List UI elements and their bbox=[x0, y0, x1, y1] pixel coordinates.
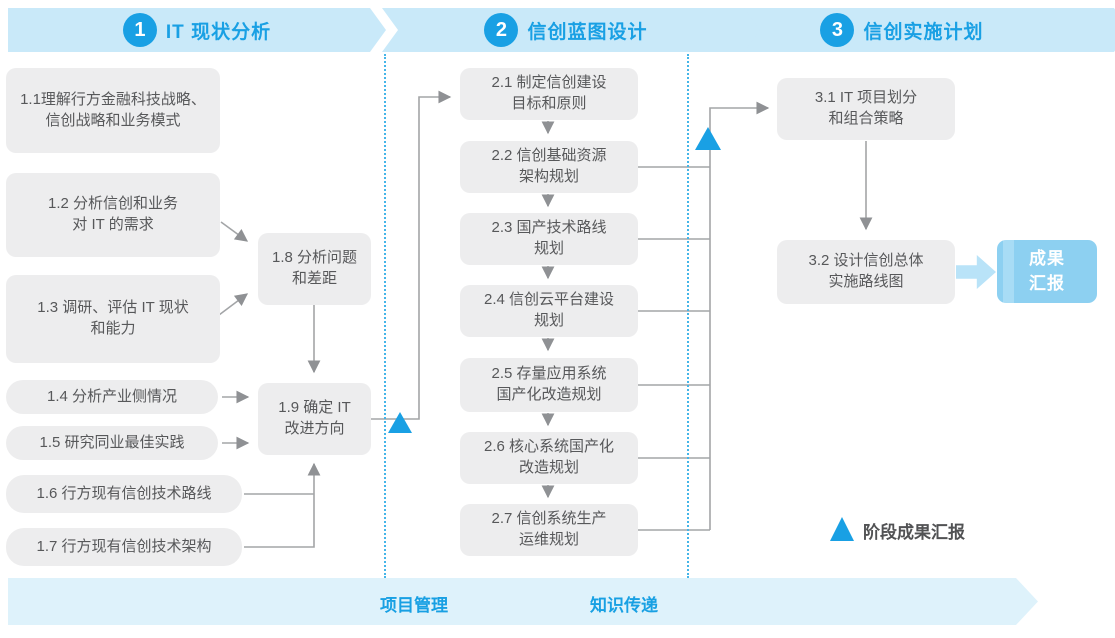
box-1-9: 1.9 确定 IT 改进方向 bbox=[258, 383, 371, 455]
result-report-box: 成果 汇报 bbox=[997, 240, 1097, 303]
box-2-4: 2.4 信创云平台建设 规划 bbox=[460, 285, 638, 337]
box-1-7: 1.7 行方现有信创技术架构 bbox=[6, 528, 242, 566]
milestone-triangle-icon bbox=[695, 127, 721, 150]
phase-banner-2: 2 信创蓝图设计 bbox=[382, 8, 794, 52]
phase-title: IT 现状分析 bbox=[165, 21, 272, 43]
box-2-7: 2.7 信创系统生产 运维规划 bbox=[460, 504, 638, 556]
legend-triangle-icon bbox=[830, 517, 854, 541]
box-2-6: 2.6 核心系统国产化 改造规划 bbox=[460, 432, 638, 484]
box-3-2: 3.2 设计信创总体 实施路线图 bbox=[777, 240, 955, 304]
phase-title: 信创实施计划 bbox=[863, 21, 984, 43]
box-2-3: 2.3 国产技术路线 规划 bbox=[460, 213, 638, 265]
box-1-3: 1.3 调研、评估 IT 现状 和能力 bbox=[6, 275, 220, 363]
box-2-2: 2.2 信创基础资源 架构规划 bbox=[460, 141, 638, 193]
box-1-6: 1.6 行方现有信创技术路线 bbox=[6, 475, 242, 513]
phase-banner-1: 1 IT 现状分析 bbox=[8, 8, 386, 52]
footer-label-knowledge-transfer: 知识传递 bbox=[590, 596, 658, 615]
box-1-2: 1.2 分析信创和业务 对 IT 的需求 bbox=[6, 173, 220, 257]
box-3-1: 3.1 IT 项目划分 和组合策略 bbox=[777, 78, 955, 140]
box-1-5: 1.5 研究同业最佳实践 bbox=[6, 426, 218, 460]
box-1-8: 1.8 分析问题 和差距 bbox=[258, 233, 371, 305]
footer-label-project-management: 项目管理 bbox=[380, 596, 448, 615]
box-1-4: 1.4 分析产业侧情况 bbox=[6, 380, 218, 414]
legend-label: 阶段成果汇报 bbox=[863, 523, 965, 542]
box-1-1: 1.1理解行方金融科技战略、 信创战略和业务模式 bbox=[6, 68, 220, 153]
phase-separator-dotted-line bbox=[384, 54, 386, 578]
phase-number-badge: 1 bbox=[123, 13, 157, 47]
footer-arrow-band bbox=[8, 578, 1038, 625]
phase-number-badge: 2 bbox=[484, 13, 518, 47]
milestone-triangle-icon bbox=[388, 412, 412, 433]
phase-separator-dotted-line bbox=[687, 54, 689, 578]
box-2-5: 2.5 存量应用系统 国产化改造规划 bbox=[460, 358, 638, 412]
result-block-arrow bbox=[956, 255, 996, 289]
phase-number-badge: 3 bbox=[820, 13, 854, 47]
phase-title: 信创蓝图设计 bbox=[527, 21, 648, 43]
box-2-1: 2.1 制定信创建设 目标和原则 bbox=[460, 68, 638, 120]
phase-banner-3: 3 信创实施计划 bbox=[744, 8, 1115, 52]
